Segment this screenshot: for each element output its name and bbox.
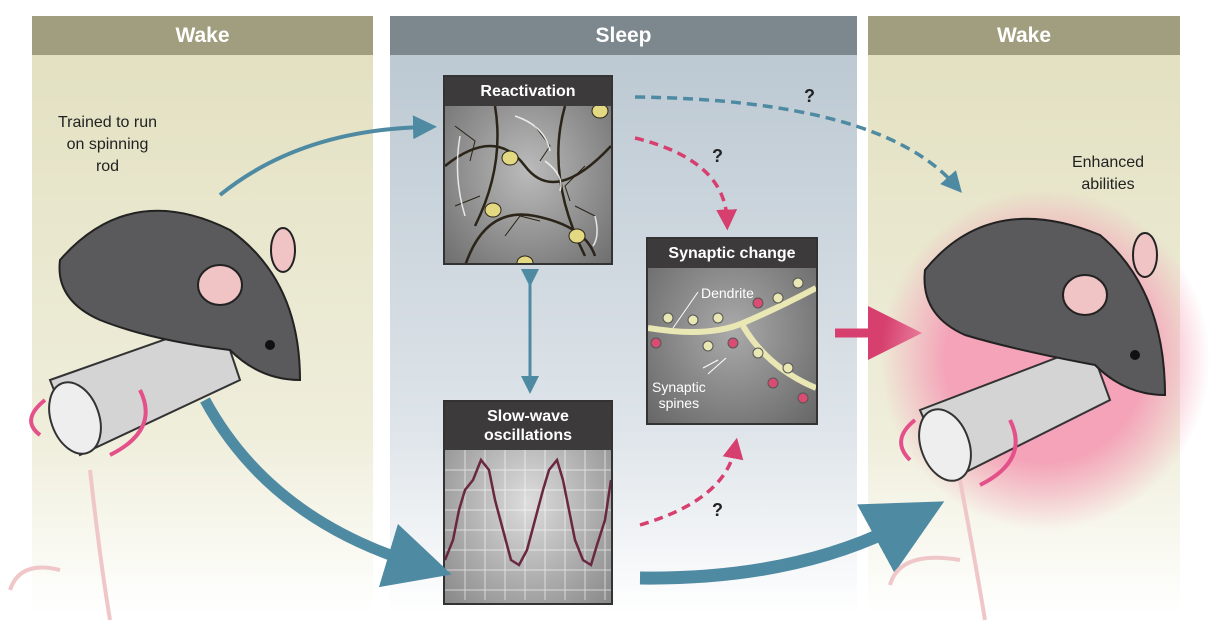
arrow-slow-wave-to-wake [639, 501, 945, 585]
arrow-wake-to-reactivation [218, 115, 437, 197]
question-mark: ? [712, 146, 723, 166]
slow-wave-title-line: Slow-wave [487, 408, 569, 425]
reactivation-title: Reactivation [445, 77, 611, 106]
arrow-reactivation-to-synaptic [634, 136, 738, 231]
arrow-wake-to-slow-wave [200, 397, 452, 588]
enhanced-caption: Enhanced abilities [1058, 152, 1158, 196]
sleep-header: Sleep [390, 16, 857, 55]
caption-line: Enhanced [1071, 154, 1145, 171]
mouse-left-illustration [8, 209, 302, 621]
question-mark: ? [712, 500, 723, 520]
caption-line: abilities [1081, 176, 1135, 193]
mouse-right-illustration [880, 190, 1210, 621]
synaptic-change-box: Synaptic change Dendrite Synaptic spines [646, 237, 818, 425]
slow-wave-box: Slow-wave oscillations [443, 400, 613, 605]
spines-label-line: spines [658, 395, 700, 411]
dendrite-label: Dendrite [701, 285, 754, 301]
oscillation-line [445, 457, 611, 567]
slow-wave-title: Slow-wave oscillations [445, 402, 611, 450]
caption-line: rod [95, 158, 120, 175]
reactivation-box: Reactivation [443, 75, 613, 265]
slow-wave-title-line: oscillations [483, 427, 573, 444]
spines-label-line: Synaptic [652, 379, 706, 395]
neuron-network-illustration [445, 103, 611, 263]
synaptic-change-title: Synaptic change [648, 239, 816, 268]
caption-line: on spinning [66, 136, 149, 153]
wake-header-right: Wake [868, 16, 1180, 55]
arrow-reactivation-to-wake-dashed [634, 95, 962, 193]
wake-panel-left: Wake [32, 16, 373, 616]
synaptic-spines-label: Synaptic spines [652, 379, 706, 411]
trained-caption: Trained to run on spinning rod [40, 112, 175, 178]
wake-header-left: Wake [32, 16, 373, 55]
dendrite-illustration [648, 277, 816, 404]
arrow-slow-wave-to-synaptic [639, 437, 744, 527]
oscillation-trace [445, 450, 611, 600]
caption-line: Trained to run [57, 114, 157, 131]
question-mark: ? [804, 86, 815, 106]
